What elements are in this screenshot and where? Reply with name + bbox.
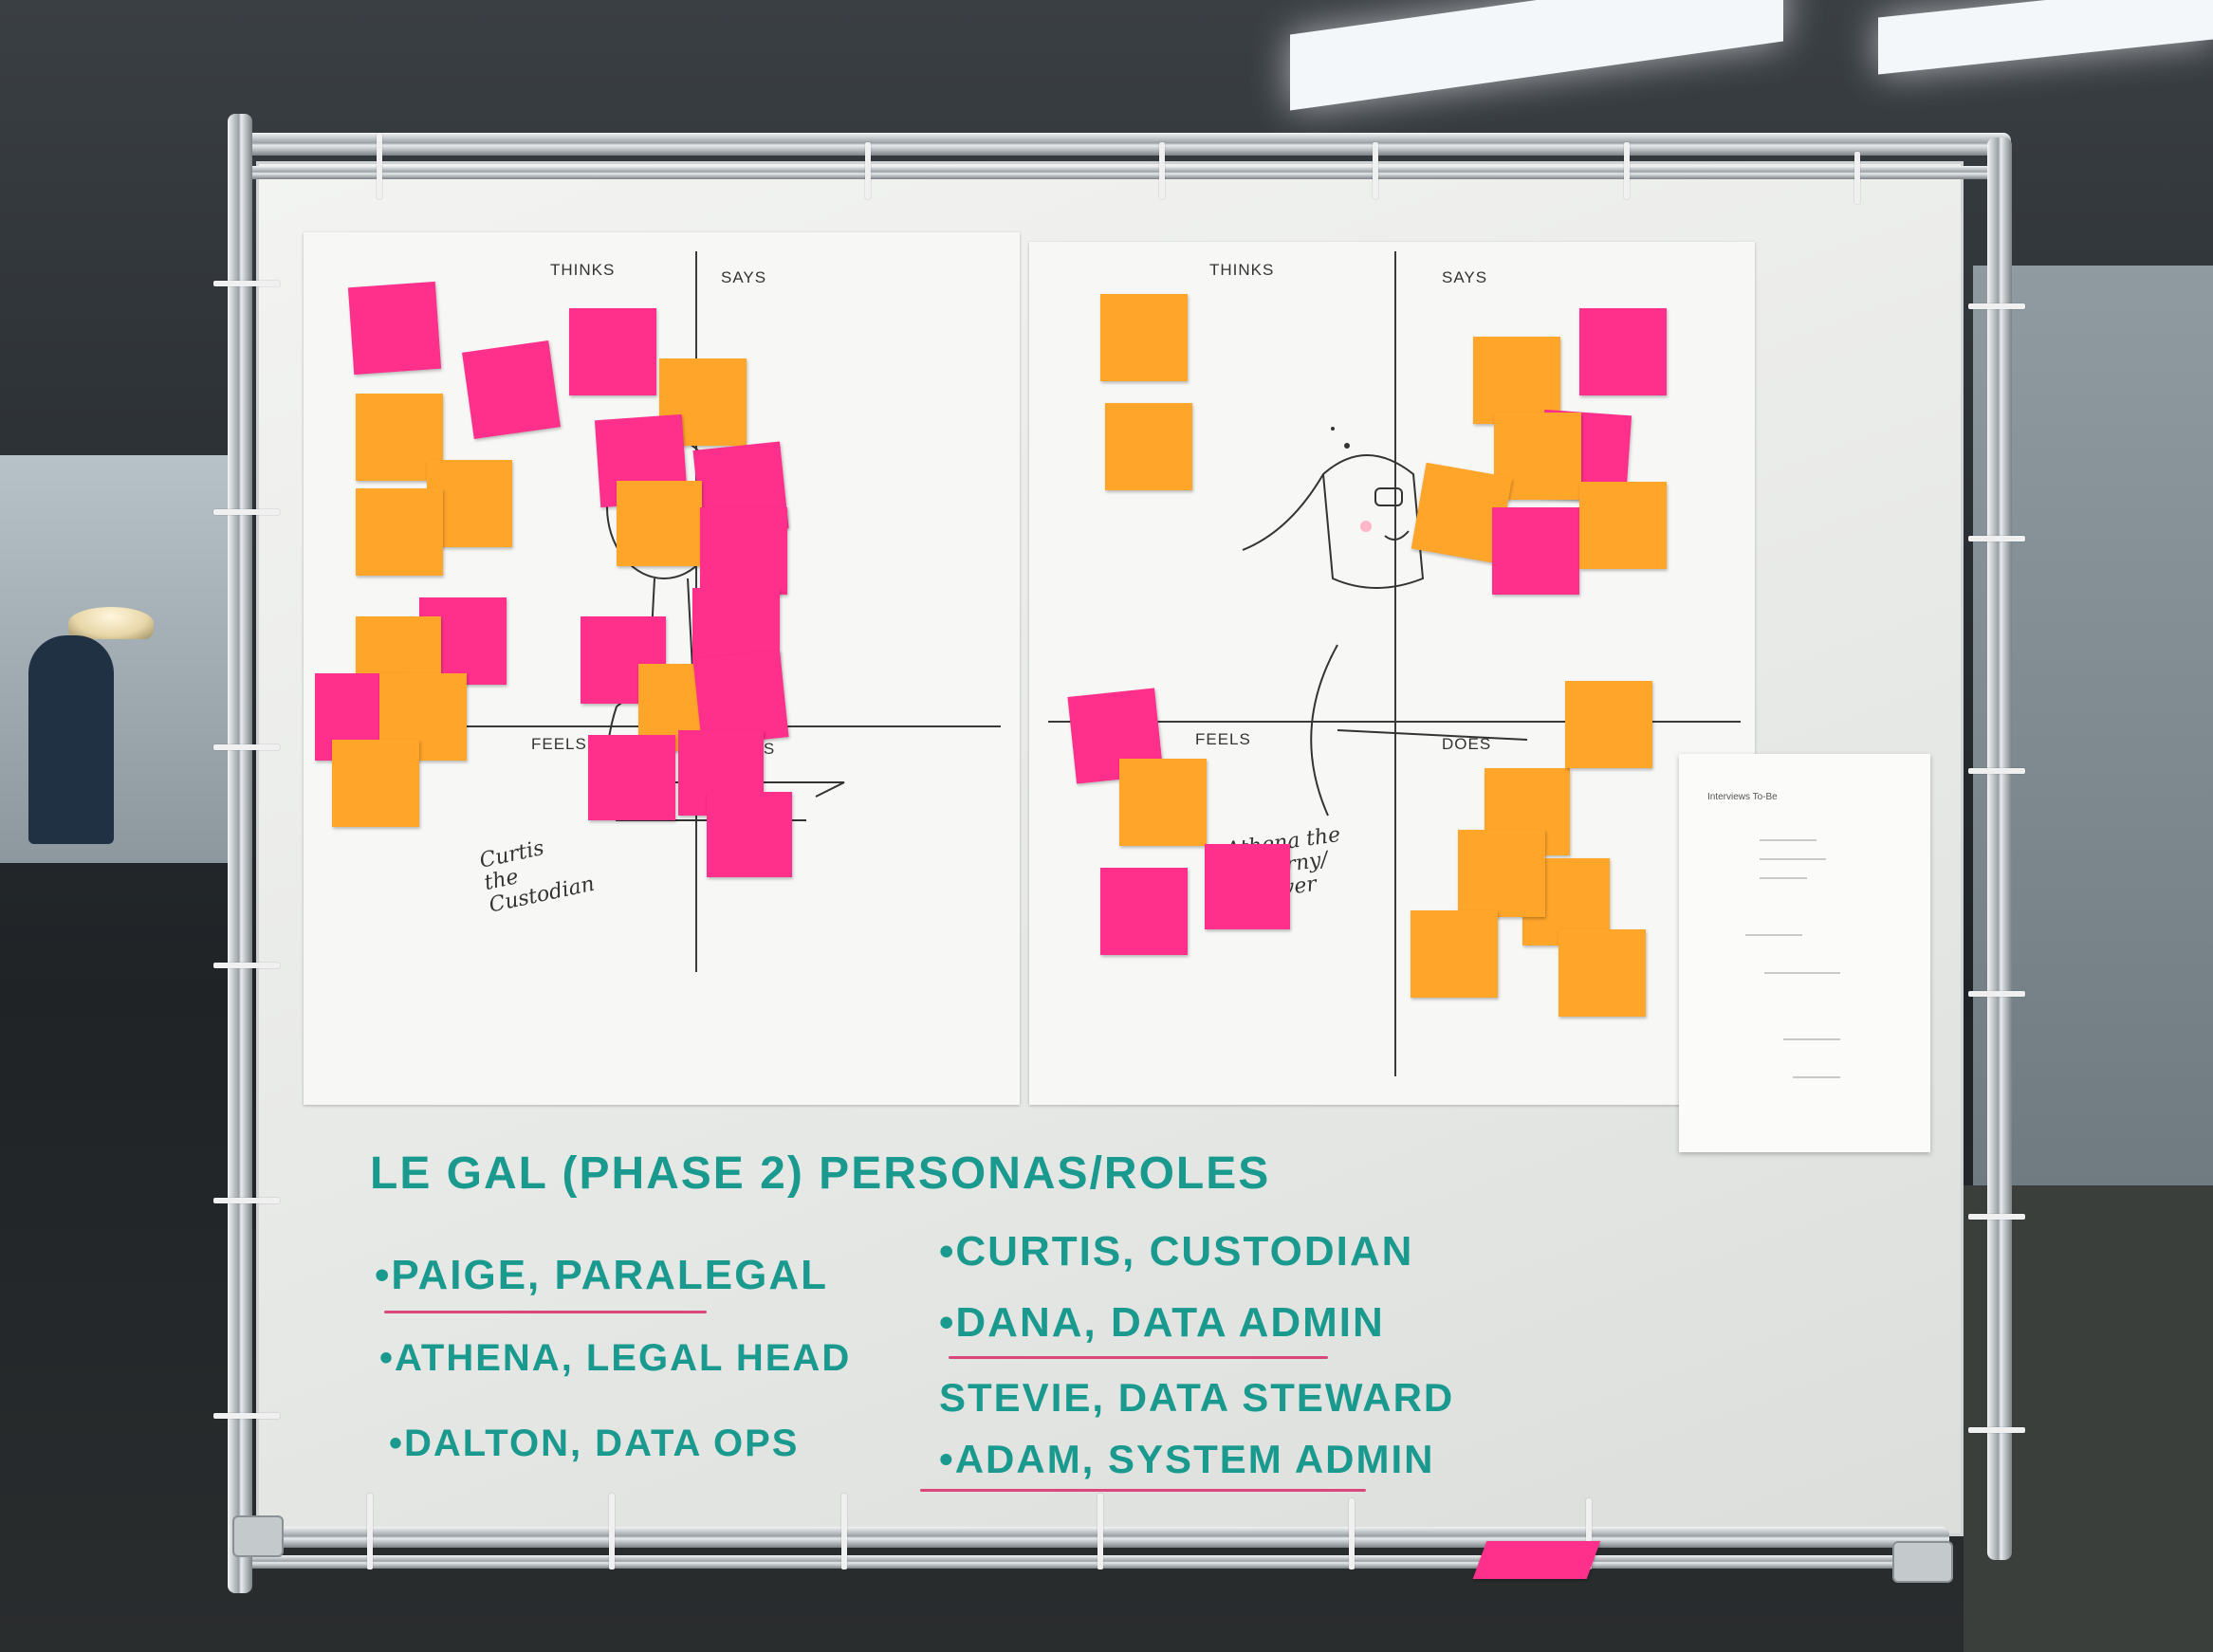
cable-tie [1968, 1427, 2025, 1433]
sheet-title: Interviews To-Be [1707, 792, 1778, 802]
cable-tie [1624, 142, 1630, 199]
sticky-note [1558, 929, 1646, 1017]
role-item: •CURTIS, CUSTODIAN [939, 1228, 1414, 1275]
quadrant-label-thinks: THINKS [1209, 261, 1275, 279]
cable-tie [213, 1413, 280, 1419]
sticky-note [1492, 507, 1579, 595]
role-item: •DALTON, DATA OPS [389, 1423, 800, 1464]
sticky-note [1458, 830, 1545, 917]
quadrant-label-says: SAYS [1442, 268, 1488, 286]
whiteboard-heading: LE GAL (PHASE 2) PERSONAS/ROLES [370, 1148, 1271, 1199]
role-underline [384, 1311, 707, 1313]
cable-tie [609, 1494, 615, 1569]
role-item: •PAIGE, PARALEGAL [375, 1252, 829, 1298]
sticky-note [588, 735, 675, 820]
background-wall [1973, 266, 2213, 1214]
sticky-note [1100, 868, 1188, 955]
sticky-pad [1472, 1541, 1601, 1579]
frame-post-left [228, 114, 252, 1593]
whiteboard: THINKS SAYS FEELS DOES Curtis the Custod… [256, 161, 1964, 1536]
empathy-map-sheet: THINKS SAYS FEELS DOES Athena the Attour… [1029, 242, 1755, 1105]
sheet-text-line [1760, 858, 1826, 860]
role-item: STEVIE, DATA STEWARD [939, 1375, 1455, 1420]
frame-bracket [1892, 1541, 1953, 1583]
cable-tie [1968, 303, 2025, 309]
cable-tie [1854, 152, 1860, 204]
role-item: •ATHENA, LEGAL HEAD [379, 1337, 852, 1379]
role-underline [920, 1489, 1366, 1492]
role-item: •DANA, DATA ADMIN [939, 1299, 1385, 1346]
sticky-note [569, 308, 656, 395]
cable-tie [213, 963, 280, 968]
empathy-map-sheet: THINKS SAYS FEELS DOES Curtis the Custod… [304, 232, 1020, 1105]
sheet-text-line [1793, 1076, 1840, 1078]
cable-tie [1349, 1498, 1355, 1569]
quadrant-label-says: SAYS [721, 268, 767, 286]
sticky-note [1473, 337, 1560, 424]
cable-tie [213, 509, 280, 515]
interview-sheet: Interviews To-Be [1679, 754, 1930, 1152]
cable-tie [865, 142, 871, 199]
cable-tie [213, 1198, 280, 1203]
sticky-note [1579, 482, 1667, 569]
sheet-text-line [1745, 934, 1802, 936]
cable-tie [1968, 536, 2025, 541]
sheet-text-line [1764, 972, 1840, 974]
sticky-note [1579, 308, 1667, 395]
sticky-note [1105, 403, 1192, 490]
cable-tie [367, 1494, 373, 1569]
quadrant-label-does: DOES [1442, 735, 1492, 753]
sticky-note [1205, 844, 1290, 929]
cable-tie [1968, 991, 2025, 997]
sheet-text-line [1760, 839, 1817, 841]
sticky-note [1119, 759, 1207, 846]
sticky-note [707, 792, 792, 877]
cable-tie [1097, 1494, 1103, 1569]
frame-bracket [232, 1515, 284, 1557]
cable-tie [377, 133, 382, 199]
cable-tie [1159, 142, 1165, 199]
frame-rail-top [247, 166, 2001, 179]
frame-rail-bottom [242, 1555, 1949, 1569]
sheet-text-line [1783, 1038, 1840, 1040]
cable-tie [1586, 1498, 1592, 1569]
cable-tie [1968, 1214, 2025, 1220]
quadrant-label-feels: FEELS [1195, 730, 1251, 748]
quadrant-label-thinks: THINKS [550, 261, 616, 279]
sticky-note [1565, 681, 1652, 768]
sticky-note [332, 740, 419, 827]
cable-tie [1968, 768, 2025, 774]
background-person [28, 635, 114, 844]
sticky-note [617, 481, 702, 566]
sticky-note [347, 281, 442, 376]
role-underline [949, 1356, 1328, 1359]
quadrant-label-feels: FEELS [531, 735, 587, 753]
quadrant-divider-vertical [1394, 251, 1396, 1076]
persona-caption: Curtis the Custodian [477, 835, 598, 919]
sticky-note [1100, 294, 1188, 381]
role-item: •ADAM, SYSTEM ADMIN [939, 1437, 1435, 1481]
sticky-note [1411, 910, 1498, 998]
frame-rail-bottom [242, 1527, 1949, 1548]
sticky-note [356, 488, 443, 576]
floor-lamp [68, 607, 154, 639]
sticky-note [700, 507, 787, 595]
persona-drawing [1242, 427, 1528, 817]
frame-post-right [1987, 138, 2012, 1560]
sheet-text-line [1760, 877, 1807, 879]
quadrant-divider-horizontal [1048, 721, 1741, 723]
sticky-note [462, 340, 561, 439]
cable-tie [213, 744, 280, 750]
cable-tie [213, 281, 280, 286]
cable-tie [1373, 142, 1378, 199]
frame-rail-top [237, 133, 2011, 156]
cable-tie [841, 1494, 847, 1569]
